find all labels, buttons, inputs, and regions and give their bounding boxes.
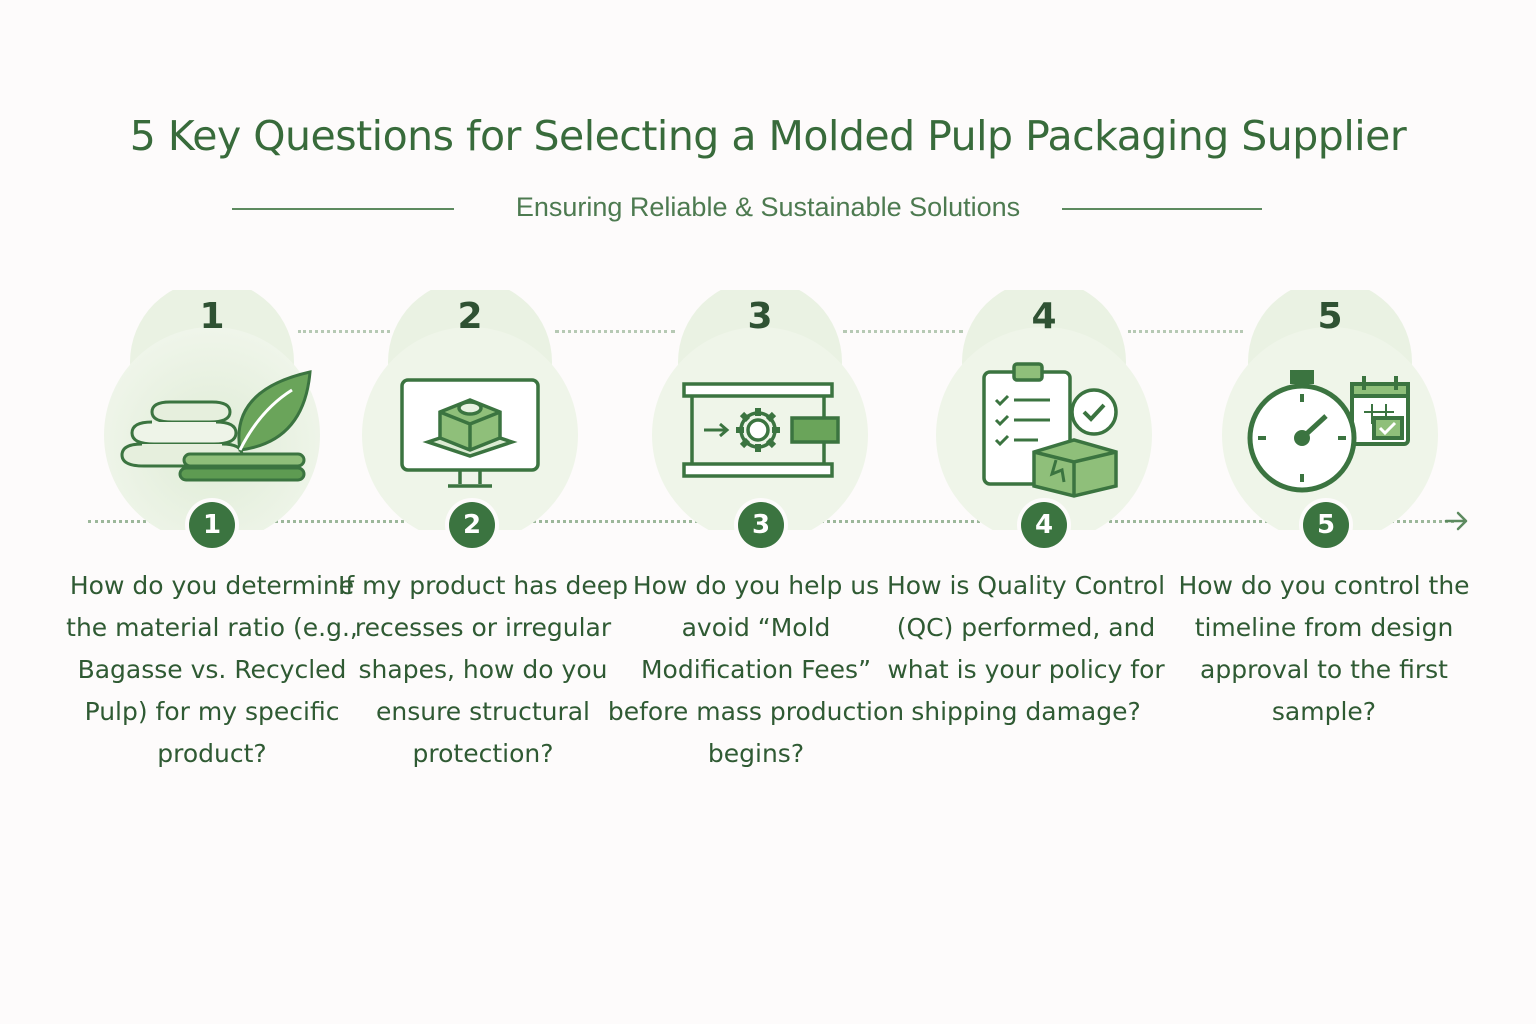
monitor-3d-model-icon [400, 378, 540, 488]
step-number: 3 [747, 296, 773, 337]
question-5: How do you control the timeline from des… [1178, 571, 1470, 726]
page-title: 5 Key Questions for Selecting a Molded P… [129, 112, 1407, 160]
page-subtitle: Ensuring Reliable & Sustainable Solution… [515, 192, 1021, 222]
timeline-arrow-icon [1444, 511, 1468, 531]
timeline-badge-4: 4 [1021, 502, 1067, 548]
timeline-badge-3: 3 [738, 502, 784, 548]
pulp-leaf-icon [120, 370, 312, 482]
question-2: If my product has deep recesses or irreg… [338, 571, 628, 768]
step-number: 2 [457, 296, 483, 337]
connector-3-4 [843, 330, 963, 335]
step-number: 5 [1317, 296, 1343, 337]
timeline-badge-2: 2 [449, 502, 495, 548]
timeline-badge-5: 5 [1303, 502, 1349, 548]
subtitle-rule-left [232, 208, 454, 210]
clipboard-box-check-icon [982, 362, 1118, 498]
question-3: How do you help us avoid “Mold Modificat… [607, 571, 905, 768]
question-4: How is Quality Control (QC) performed, a… [886, 571, 1166, 726]
stopwatch-calendar-icon [1247, 370, 1410, 493]
mold-gear-press-icon [682, 382, 840, 478]
subtitle-row: Ensuring Reliable & Sustainable Solution… [0, 190, 1536, 230]
question-1: How do you determine the material ratio … [66, 571, 358, 768]
step-number: 4 [1031, 296, 1057, 337]
connector-4-5 [1128, 330, 1243, 335]
connector-2-3 [555, 330, 675, 335]
subtitle-rule-right [1062, 208, 1262, 210]
timeline-badge-1: 1 [189, 502, 235, 548]
step-number: 1 [199, 296, 225, 337]
connector-1-2 [298, 330, 390, 335]
